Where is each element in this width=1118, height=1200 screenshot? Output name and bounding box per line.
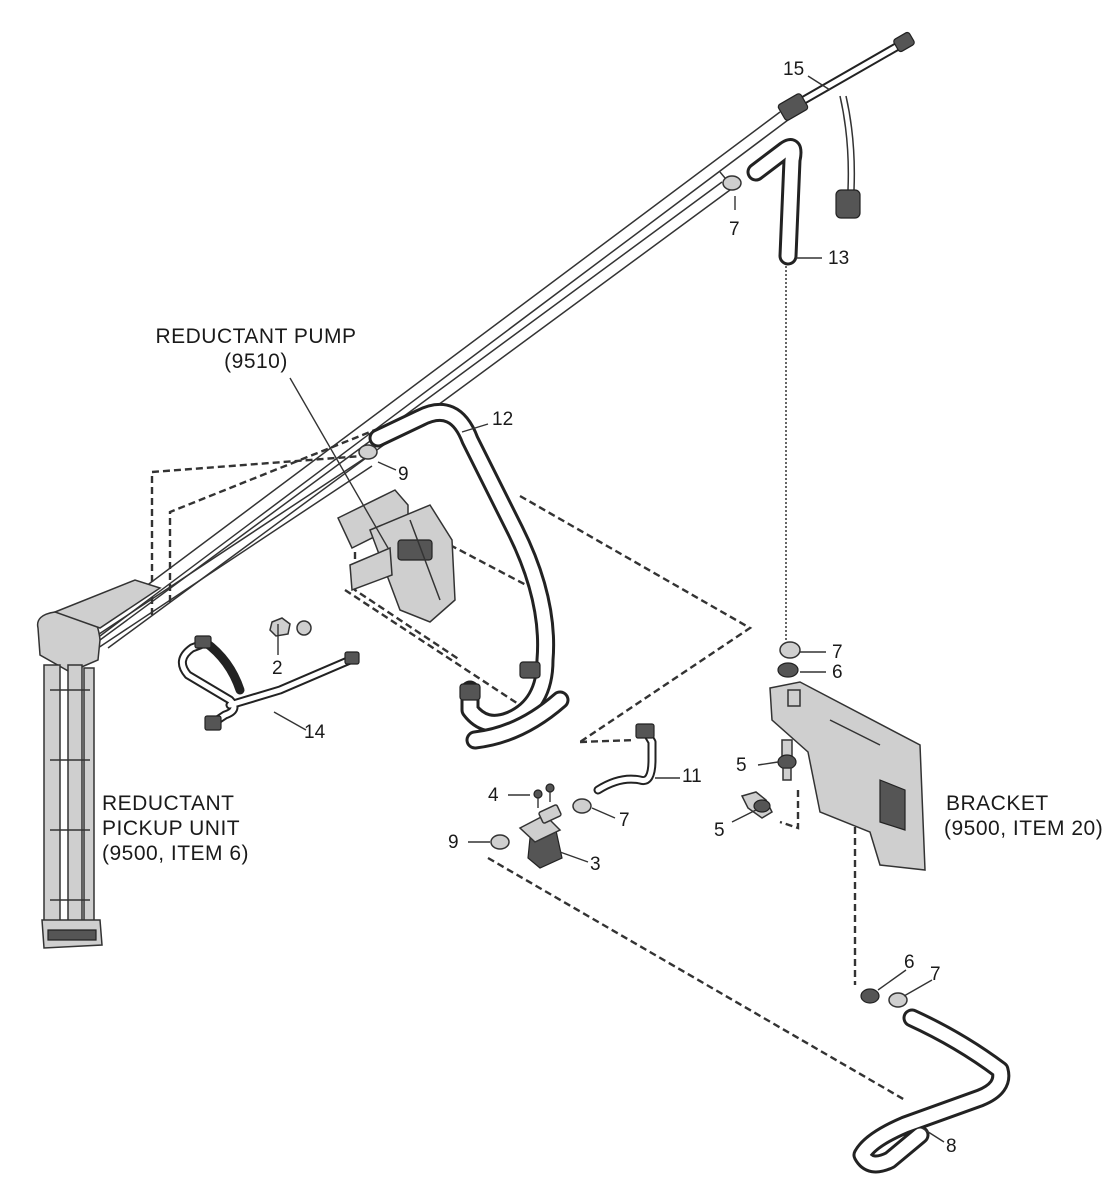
callout-4: 4: [488, 785, 499, 806]
callout-8: 8: [946, 1136, 957, 1157]
fitting-icon: [777, 739, 797, 781]
item-13-hose: [746, 138, 803, 266]
clamp-icon: [490, 834, 510, 850]
item-15-connector: [777, 31, 915, 219]
pickup-label-line2: PICKUP UNIT: [102, 817, 240, 840]
clamp-icon: [358, 444, 378, 460]
reductant-pump-icon: [337, 489, 456, 623]
bracket-label-line2: (9500, ITEM 20): [944, 817, 1103, 840]
fitting-icon: [740, 791, 773, 819]
callout-7: 7: [930, 964, 941, 985]
callout-11: 11: [682, 766, 702, 787]
pickup-unit-icon: [36, 579, 162, 949]
callout-13: 13: [828, 248, 849, 269]
pickup-label-line1: REDUCTANT: [102, 792, 234, 815]
pump-label-line2: (9510): [224, 350, 288, 373]
clamp-icon: [719, 171, 742, 191]
callout-5: 5: [714, 820, 725, 841]
callout-7: 7: [832, 642, 843, 663]
fitting-icon: [269, 617, 312, 637]
callout-12: 12: [492, 409, 513, 430]
callout-3: 3: [590, 854, 601, 875]
bracket-icon: [769, 681, 926, 871]
callout-5: 5: [736, 755, 747, 776]
screw-icon: [533, 783, 555, 808]
item-12-hose: [368, 402, 570, 750]
clamp-icon: [779, 641, 801, 659]
bracket-label-line1: BRACKET: [946, 792, 1049, 815]
leader-lines: [273, 75, 945, 1143]
callout-9: 9: [398, 464, 409, 485]
grommet-icon: [860, 988, 880, 1004]
clamp-icon: [572, 798, 592, 814]
pickup-label-line3: (9500, ITEM 6): [102, 842, 249, 865]
callout-9: 9: [448, 832, 459, 853]
grommet-icon: [777, 662, 799, 678]
callout-2: 2: [272, 658, 283, 679]
callout-6: 6: [904, 952, 915, 973]
callout-7: 7: [619, 810, 630, 831]
item-3-valve-icon: [518, 804, 563, 869]
callout-15: 15: [783, 59, 804, 80]
pump-label-line1: REDUCTANT PUMP: [155, 325, 356, 348]
callout-14: 14: [304, 722, 326, 743]
pump-tube: [89, 457, 373, 649]
item-8-hose: [852, 1008, 1011, 1174]
clamp-icon: [888, 992, 908, 1008]
item-14-tube: [177, 635, 360, 731]
long-tube-upper: [89, 111, 789, 637]
callout-6: 6: [832, 662, 843, 683]
callout-7: 7: [729, 219, 740, 240]
item-11-tube: [593, 723, 657, 795]
alignment-lines: [150, 262, 906, 1102]
